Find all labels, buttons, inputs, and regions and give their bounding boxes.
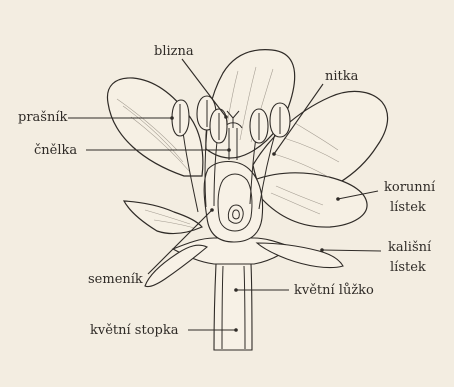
label-nitka: nitka bbox=[325, 69, 359, 84]
dot-prasnik bbox=[170, 116, 174, 120]
dot-blizna bbox=[224, 115, 228, 119]
dot-korunni bbox=[336, 197, 340, 201]
dot-nitka bbox=[272, 152, 276, 156]
dot-cnelka bbox=[227, 148, 231, 152]
dot-kvetni-stopka bbox=[234, 328, 238, 332]
label-kvetni-stopka: květní stopka bbox=[90, 323, 179, 338]
label-kvetni-luzko: květní lůžko bbox=[294, 282, 374, 298]
dot-semenik bbox=[210, 208, 214, 212]
ovary bbox=[204, 162, 262, 243]
label-blizna: blizna bbox=[154, 44, 194, 59]
label-semenik: semeník bbox=[88, 272, 143, 287]
label-kalisni-1: kališní bbox=[388, 240, 432, 255]
dot-kalisni bbox=[320, 248, 324, 252]
label-prasnik: prašník bbox=[18, 110, 67, 125]
label-kalisni-2: lístek bbox=[390, 260, 426, 275]
dot-kvetni-luzko bbox=[234, 288, 238, 292]
stem bbox=[214, 264, 252, 350]
label-korunni-2: lístek bbox=[390, 200, 426, 215]
label-korunni-1: korunní bbox=[384, 180, 436, 195]
label-cnelka: čnělka bbox=[34, 143, 77, 158]
